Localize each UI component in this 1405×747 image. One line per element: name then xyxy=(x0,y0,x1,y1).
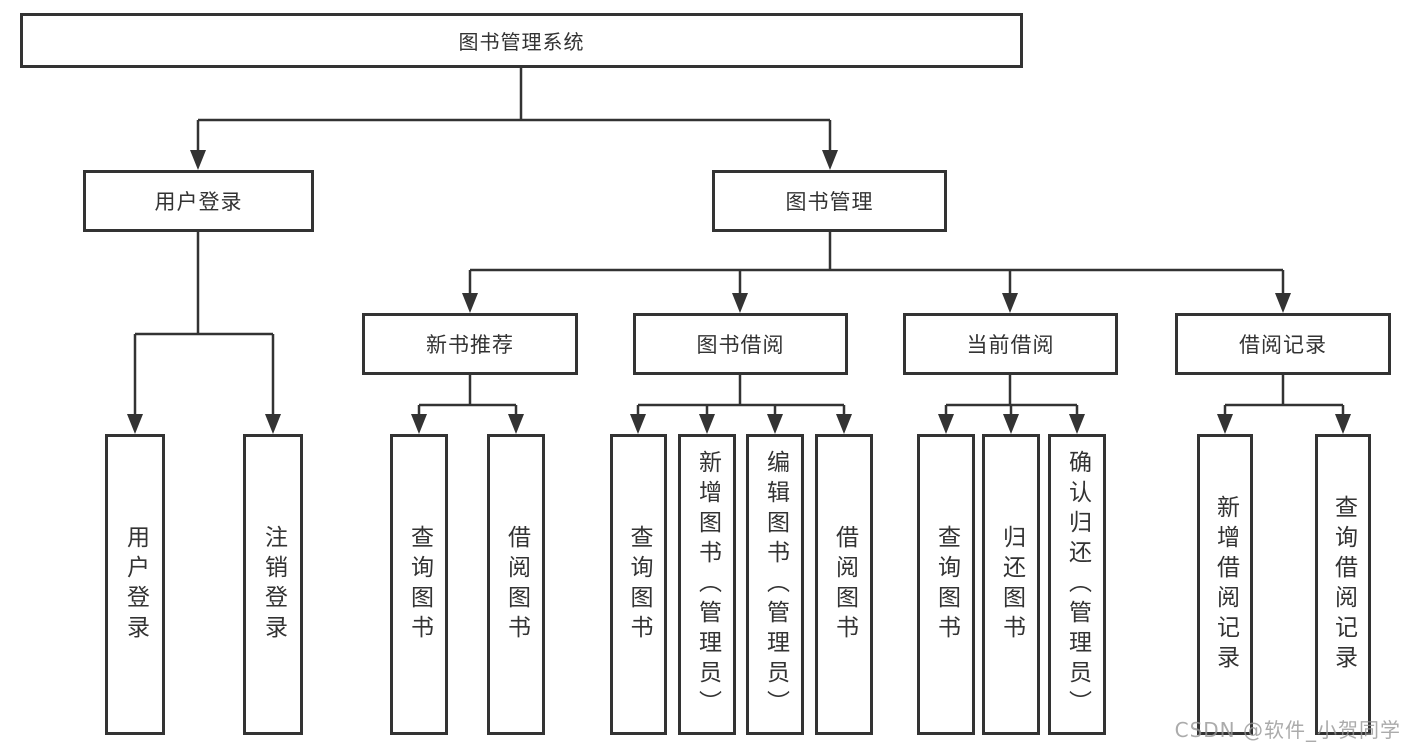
leaf-newbook-borrow-books: 借阅图书 xyxy=(487,434,545,735)
leaf-records-query-record: 查询借阅记录 xyxy=(1315,434,1371,735)
node-root-system: 图书管理系统 xyxy=(20,13,1023,68)
leaf-newbook-query-books: 查询图书 xyxy=(390,434,448,735)
node-book-management: 图书管理 xyxy=(712,170,947,232)
leaf-borrow-add-books-admin: 新增图书（管理员） xyxy=(678,434,736,735)
leaf-records-add-record: 新增借阅记录 xyxy=(1197,434,1253,735)
leaf-current-return-books: 归还图书 xyxy=(982,434,1040,735)
leaf-current-query-books: 查询图书 xyxy=(917,434,975,735)
node-current-borrow: 当前借阅 xyxy=(903,313,1118,375)
leaf-borrow-edit-books-admin: 编辑图书（管理员） xyxy=(746,434,804,735)
node-book-borrow: 图书借阅 xyxy=(633,313,848,375)
leaf-current-confirm-return-admin: 确认归还（管理员） xyxy=(1048,434,1106,735)
node-borrow-records: 借阅记录 xyxy=(1175,313,1391,375)
leaf-user-login: 用户登录 xyxy=(105,434,165,735)
node-user-login: 用户登录 xyxy=(83,170,314,232)
leaf-logout: 注销登录 xyxy=(243,434,303,735)
csdn-watermark: CSDN @软件_小贺同学 xyxy=(1174,718,1401,742)
leaf-borrow-query-books: 查询图书 xyxy=(610,434,667,735)
leaf-borrow-borrow-books: 借阅图书 xyxy=(815,434,873,735)
node-new-book-recommend: 新书推荐 xyxy=(362,313,578,375)
